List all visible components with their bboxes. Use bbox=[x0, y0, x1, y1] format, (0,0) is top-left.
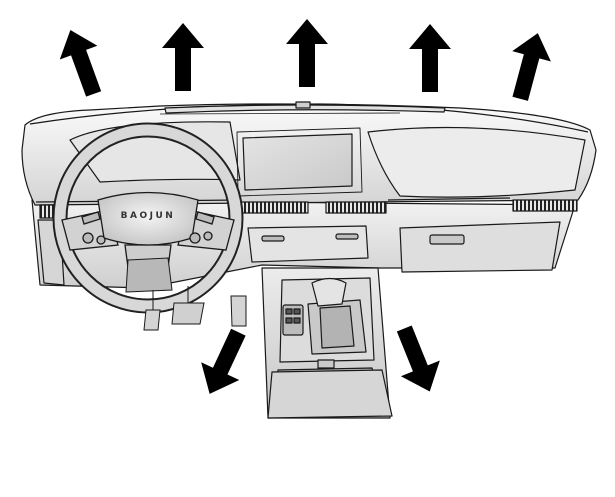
brake-pedal bbox=[171, 302, 205, 325]
air-vent-right bbox=[512, 199, 578, 212]
glove-box bbox=[399, 221, 561, 273]
center-display bbox=[242, 133, 353, 191]
steering-wheel-badge: BAOJUN bbox=[121, 211, 176, 221]
air-vent-center-right bbox=[325, 201, 387, 214]
steering-column bbox=[125, 257, 173, 293]
steering-button-icon bbox=[203, 231, 213, 241]
center-console bbox=[261, 267, 393, 419]
accelerator-pedal bbox=[230, 295, 247, 327]
steering-button-icon bbox=[82, 232, 94, 244]
dashboard bbox=[21, 101, 597, 289]
armrest bbox=[267, 369, 393, 419]
clutch-pedal bbox=[143, 309, 161, 331]
gear-shifter-knob bbox=[311, 277, 347, 307]
arrow-up-4 bbox=[409, 24, 451, 92]
climate-button bbox=[335, 233, 359, 240]
climate-button bbox=[261, 235, 285, 242]
climate-control-panel bbox=[247, 225, 369, 263]
windshield-sensor bbox=[295, 101, 311, 109]
passenger-dash-panel bbox=[367, 126, 586, 198]
steering-wheel-hub bbox=[97, 191, 199, 246]
steering-wheel bbox=[52, 122, 244, 314]
arrow-up-2 bbox=[162, 23, 204, 91]
arrow-up-1 bbox=[59, 30, 102, 97]
arrow-down-1 bbox=[201, 328, 246, 394]
steering-button-icon bbox=[96, 235, 106, 245]
arrows-down bbox=[201, 325, 440, 394]
steering-button-icon bbox=[189, 232, 201, 244]
air-vent-center-left bbox=[237, 201, 309, 214]
defroster-vent bbox=[164, 104, 446, 114]
arrows-up bbox=[59, 19, 551, 101]
arrow-up-3 bbox=[286, 19, 328, 87]
glove-box-handle bbox=[429, 234, 465, 245]
arrow-up-5 bbox=[512, 33, 551, 101]
arrow-down-2 bbox=[396, 325, 440, 392]
pedals bbox=[143, 286, 247, 331]
